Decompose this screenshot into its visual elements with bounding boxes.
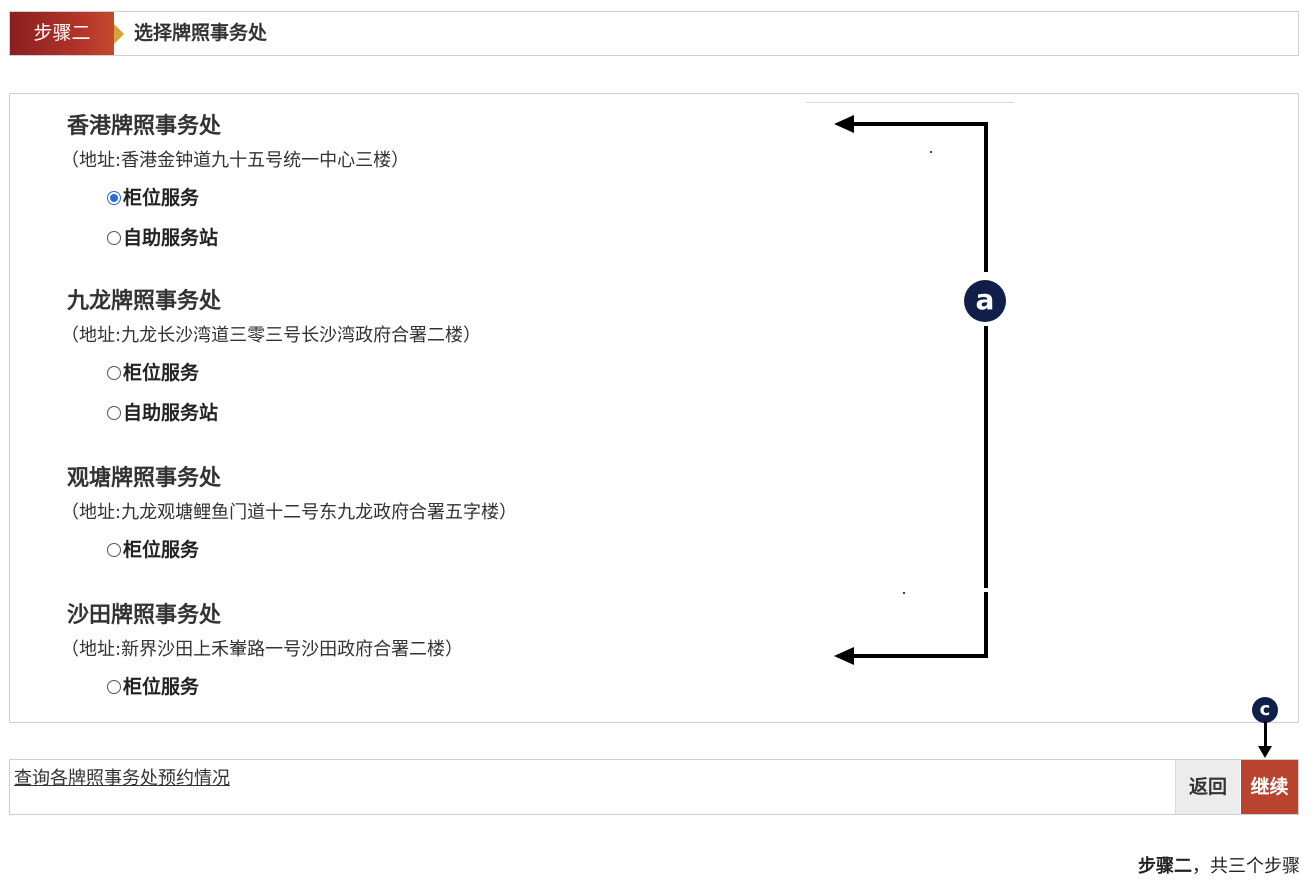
office-address: （地址:九龙观塘鲤鱼门道十二号东九龙政府合署五字楼） [61,502,518,523]
radio-option-counter[interactable]: 柜位服务 [107,667,463,707]
speck [930,151,932,153]
annotation-line [984,592,988,658]
speck [903,592,905,594]
arrow-left-icon [834,115,854,133]
radio-icon[interactable] [107,406,121,420]
office-shatin: 沙田牌照事务处 （地址:新界沙田上禾輋路一号沙田政府合署二楼） 柜位服务 [61,599,463,707]
annotation-line [852,654,988,658]
office-name: 香港牌照事务处 [67,114,222,139]
annotation-line [852,122,988,126]
office-address: （地址:新界沙田上禾輋路一号沙田政府合署二楼） [61,639,464,660]
continue-button[interactable]: 继续 [1241,760,1298,814]
office-address: （地址:九龙长沙湾道三零三号长沙湾政府合署二楼） [61,325,482,346]
page-title: 选择牌照事务处 [134,22,268,44]
annotation-marker-a: a [964,280,1006,322]
radio-option-counter[interactable]: 柜位服务 [107,530,517,570]
step-counter-total: ，共三个步骤 [1192,856,1300,877]
radio-icon[interactable] [107,366,121,380]
office-name: 九龙牌照事务处 [67,289,222,314]
office-hongkong: 香港牌照事务处 （地址:香港金钟道九十五号统一中心三楼） 柜位服务 自助服务站 [61,110,409,258]
annotation-marker-c: c [1252,697,1278,723]
query-availability-link[interactable]: 查询各牌照事务处预约情况 [14,768,230,789]
office-name: 观塘牌照事务处 [67,466,222,491]
divider [806,102,1014,103]
radio-icon[interactable] [107,543,121,557]
radio-icon[interactable] [107,680,121,694]
back-button[interactable]: 返回 [1175,760,1240,814]
option-label: 柜位服务 [123,187,200,209]
option-label: 自助服务站 [123,227,219,249]
office-kwuntong: 观塘牌照事务处 （地址:九龙观塘鲤鱼门道十二号东九龙政府合署五字楼） 柜位服务 [61,462,517,570]
office-name: 沙田牌照事务处 [67,603,222,628]
radio-option-kiosk[interactable]: 自助服务站 [107,393,481,433]
annotation-line [984,326,988,588]
option-label: 自助服务站 [123,402,219,424]
step-counter-current: 步骤二 [1138,856,1192,877]
radio-option-kiosk[interactable]: 自助服务站 [107,218,409,258]
action-bar: 查询各牌照事务处预约情况 返回 继续 [9,759,1299,815]
office-address: （地址:香港金钟道九十五号统一中心三楼） [61,150,410,171]
step-badge: 步骤二 [10,12,124,55]
option-label: 柜位服务 [123,539,200,561]
annotation-line [984,122,988,272]
annotation-line [1264,721,1267,747]
step-counter: 步骤二，共三个步骤 [1138,852,1300,878]
radio-icon[interactable] [107,231,121,245]
office-selection-panel: 香港牌照事务处 （地址:香港金钟道九十五号统一中心三楼） 柜位服务 自助服务站 … [9,93,1299,723]
radio-selected-icon[interactable] [107,191,121,205]
radio-option-counter[interactable]: 柜位服务 [107,178,409,218]
radio-option-counter[interactable]: 柜位服务 [107,353,481,393]
option-label: 柜位服务 [123,676,200,698]
arrow-down-icon [1258,746,1272,758]
office-kowloon: 九龙牌照事务处 （地址:九龙长沙湾道三零三号长沙湾政府合署二楼） 柜位服务 自助… [61,285,481,433]
step-header: 步骤二 选择牌照事务处 [9,11,1299,56]
option-label: 柜位服务 [123,362,200,384]
arrow-left-icon [834,647,854,665]
